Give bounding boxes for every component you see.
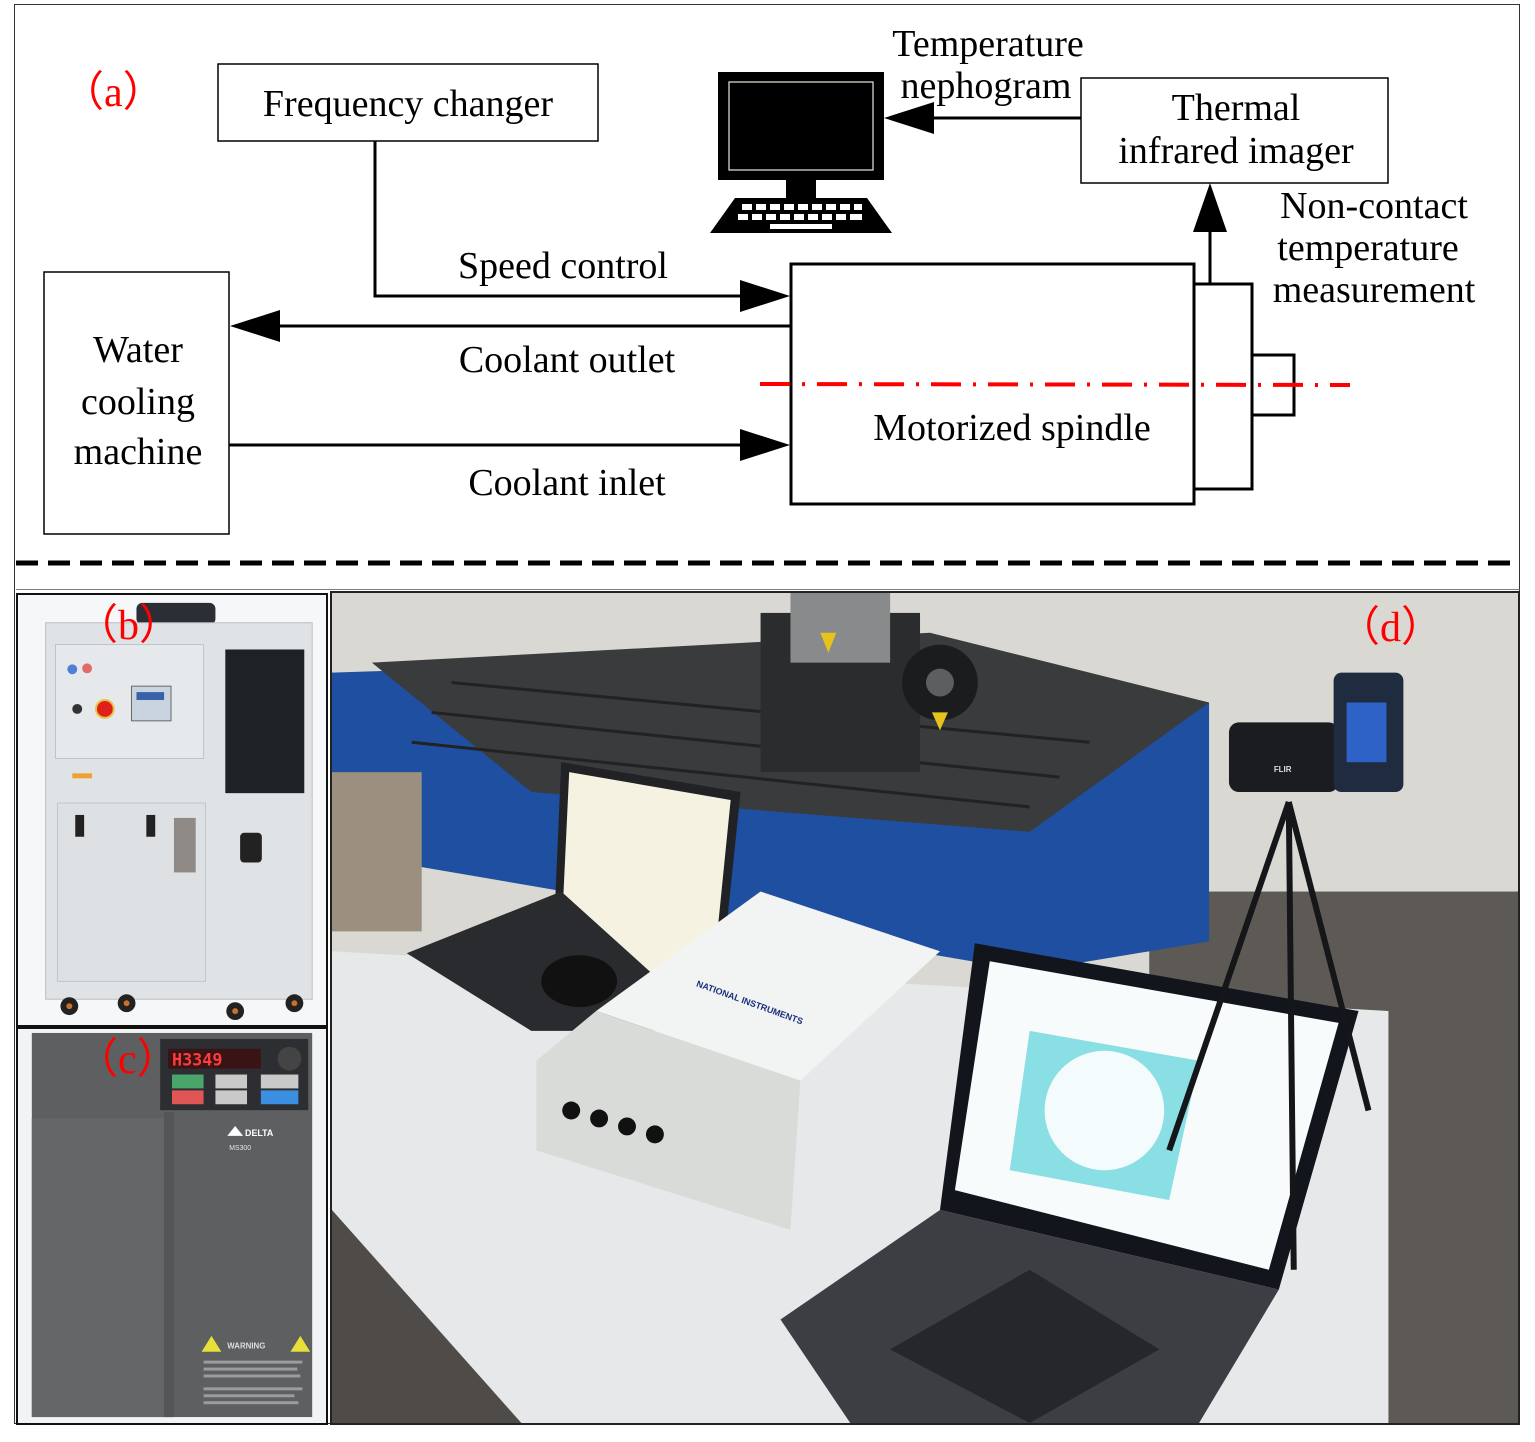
panel-tag-a: （a） — [62, 70, 165, 116]
non-contact-label-1: Non-contact — [1280, 185, 1468, 227]
photo-frequency-changer: H3349 DELTA MS300 WARNING （c） — [16, 1027, 328, 1425]
non-contact-label-2: temperature — [1277, 227, 1458, 269]
spindle-front-housing — [1194, 282, 1254, 491]
speed-control-edge: Speed control — [373, 141, 790, 312]
brand-label: DELTA — [245, 1128, 274, 1138]
model-label: MS300 — [229, 1145, 251, 1152]
thermal-imager-label-1: Thermal — [1172, 87, 1301, 129]
non-contact-arrowhead — [1193, 183, 1227, 232]
nephogram-edge: Temperature nephogram — [884, 23, 1084, 134]
motorized-spindle-node: Motorized spindle — [759, 262, 1351, 506]
coolant-outlet-edge: Coolant outlet — [230, 310, 790, 381]
panel-tag-c: （c） — [76, 1037, 179, 1083]
frequency-display-readout: H3349 — [172, 1050, 223, 1070]
frequency-changer-node: Frequency changer — [217, 63, 599, 142]
photo-water-cooling-machine: （b） — [16, 593, 328, 1027]
nephogram-arrowhead — [884, 102, 934, 134]
non-contact-label-3: measurement — [1273, 269, 1476, 311]
frequency-changer-label: Frequency changer — [263, 83, 553, 125]
coolant-inlet-arrowhead — [740, 429, 790, 461]
motorized-spindle-label: Motorized spindle — [873, 407, 1151, 449]
coolant-outlet-label: Coolant outlet — [459, 339, 676, 381]
thermal-camera: FLIR — [1166, 672, 1404, 1270]
thermal-imager-node: Thermal infrared imager — [1080, 77, 1389, 184]
nephogram-label-2: nephogram — [901, 65, 1072, 107]
computer-icon — [710, 72, 892, 233]
warning-label: WARNING — [227, 1342, 265, 1351]
daq-device — [596, 891, 940, 1081]
speed-control-arrowhead — [740, 280, 790, 312]
panel-tag-b: （b） — [76, 603, 182, 649]
photo-test-rig: NATIONAL INSTRUMENTS FLIR （d） — [330, 591, 1520, 1425]
schematic-diagram: （a） Frequency changer Speed control Wate… — [16, 23, 1520, 590]
water-cooling-node: Water cooling machine — [43, 271, 230, 535]
coolant-inlet-edge: Coolant inlet — [229, 429, 790, 504]
spindle-axis-centerline — [759, 382, 1351, 387]
coolant-outlet-arrowhead — [230, 310, 280, 342]
camera-brand-label: FLIR — [1274, 765, 1292, 774]
non-contact-edge: Non-contact temperature measurement — [1193, 183, 1476, 311]
water-cooling-label-2: cooling — [81, 381, 195, 423]
panel-tag-d: （d） — [1338, 605, 1444, 651]
nephogram-label-1: Temperature — [892, 23, 1083, 65]
coolant-inlet-label: Coolant inlet — [468, 462, 666, 504]
water-cooling-label-1: Water — [93, 329, 183, 371]
water-cooling-label-3: machine — [74, 431, 203, 473]
thermal-imager-label-2: infrared imager — [1118, 130, 1354, 172]
speed-control-label: Speed control — [458, 245, 668, 287]
